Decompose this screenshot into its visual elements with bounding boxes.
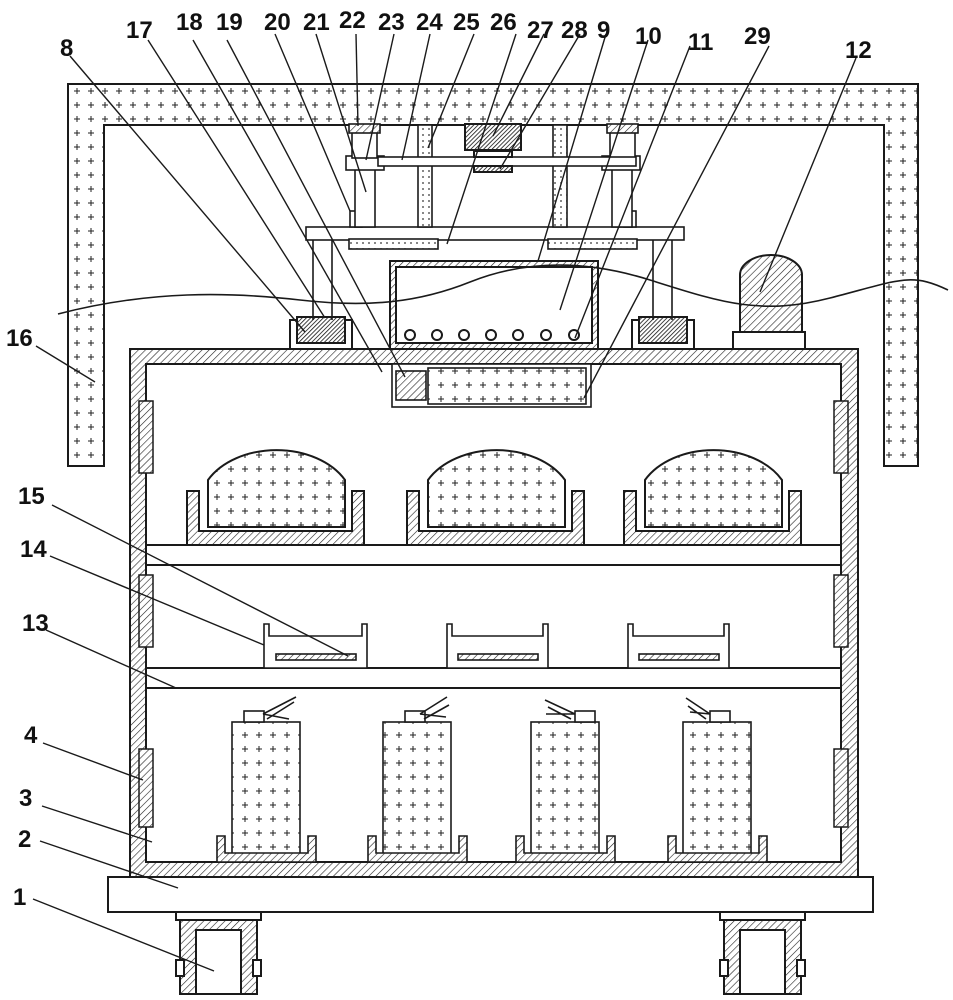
label-28: 28 [561, 17, 588, 44]
dome-holder-2 [406, 449, 585, 546]
label-10: 10 [635, 23, 662, 50]
label-13: 13 [22, 610, 49, 637]
label-20: 20 [264, 9, 291, 36]
left-mount [289, 316, 353, 350]
tray-1 [263, 623, 368, 669]
top-motor [464, 123, 522, 173]
wheel-left [175, 911, 262, 995]
label-4: 4 [24, 722, 38, 749]
bottle-1 [216, 696, 317, 863]
label-group: 1 2 3 4 8 9 10 11 12 13 14 15 16 17 18 1… [6, 7, 872, 911]
leader-lines [32, 33, 857, 972]
right-mount [631, 316, 695, 350]
label-2: 2 [18, 826, 31, 853]
label-27: 27 [527, 17, 554, 44]
label-8: 8 [60, 35, 73, 62]
label-11: 11 [688, 29, 713, 56]
spray-box [389, 260, 599, 350]
bottle-4 [667, 697, 768, 863]
label-29: 29 [744, 23, 771, 50]
outer-frame [67, 83, 919, 467]
base-plate [107, 876, 874, 913]
label-15: 15 [18, 483, 45, 510]
label-19: 19 [216, 9, 243, 36]
hinge-group [138, 400, 849, 828]
tray-3 [627, 623, 730, 669]
label-12: 12 [845, 37, 872, 64]
label-3: 3 [19, 785, 32, 812]
label-24: 24 [416, 9, 443, 36]
label-1: 1 [13, 884, 26, 911]
label-25: 25 [453, 9, 480, 36]
label-26: 26 [490, 9, 517, 36]
label-17: 17 [126, 17, 153, 44]
wheel-right [719, 911, 806, 995]
label-9: 9 [597, 17, 610, 44]
alarm-device [732, 254, 806, 350]
bottle-3 [515, 699, 616, 863]
upper-shelf [145, 544, 842, 566]
bottle-2 [367, 696, 468, 863]
dome-holder-1 [186, 449, 365, 546]
dome-holder-3 [623, 449, 802, 546]
label-23: 23 [378, 9, 405, 36]
water-surface-line [57, 264, 949, 315]
middle-shelf [145, 667, 842, 689]
label-18: 18 [176, 9, 203, 36]
label-14: 14 [20, 536, 47, 563]
label-16: 16 [6, 325, 33, 352]
battery-unit [391, 363, 592, 408]
tray-2 [446, 623, 549, 669]
label-21: 21 [303, 9, 330, 36]
label-22: 22 [339, 7, 366, 34]
